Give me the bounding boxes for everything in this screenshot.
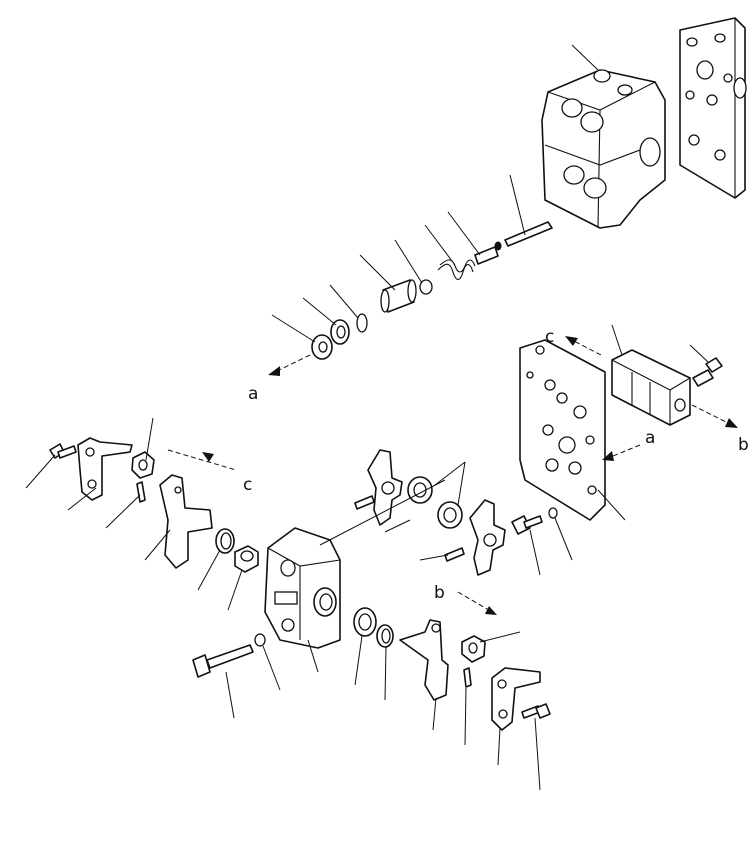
oring-left	[215, 528, 235, 554]
bushing-left	[234, 545, 259, 573]
lever-bracket-lower	[491, 667, 541, 731]
pin-lower	[463, 667, 472, 688]
lever-arm-right	[469, 499, 506, 576]
label-c-left: c	[243, 475, 252, 495]
label-a-upper: a	[248, 384, 258, 404]
pin-right	[444, 547, 465, 562]
washer-long-bolt	[254, 633, 266, 647]
oring-lower	[376, 624, 394, 648]
bushing-lower	[353, 607, 377, 637]
label-a-right: a	[645, 428, 655, 448]
actuator-housing	[264, 527, 341, 649]
end-cover-plate	[679, 17, 747, 199]
mounting-plate	[519, 339, 606, 521]
lever-arm-left	[159, 474, 213, 569]
solenoid-bolt	[692, 357, 723, 387]
bolt-lower-small	[521, 703, 551, 719]
bolt-long	[192, 644, 254, 678]
lever-arm-lower	[399, 619, 449, 701]
link-lower	[461, 635, 486, 663]
label-b-right: b	[738, 435, 749, 455]
spool-stack	[311, 221, 553, 360]
label-c-upper: c	[545, 327, 554, 347]
leader-lines	[25, 44, 709, 791]
solenoid-block	[611, 349, 691, 426]
lever-arm-upper	[367, 449, 403, 526]
lever-bracket-left	[77, 437, 133, 501]
label-b-lower: b	[434, 583, 445, 603]
pin-left	[136, 481, 146, 503]
link-left	[131, 451, 155, 479]
bolt-left-small	[49, 443, 77, 459]
direction-arrows	[167, 336, 738, 615]
valve-body-upper	[541, 69, 666, 229]
bolt-center-right	[511, 507, 558, 535]
pin-upper	[354, 495, 375, 510]
